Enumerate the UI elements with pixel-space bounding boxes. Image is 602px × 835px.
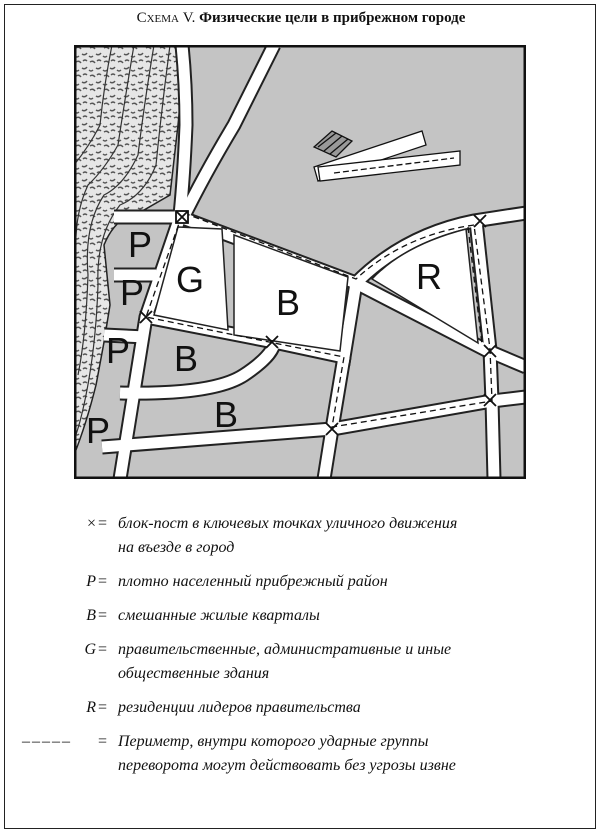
perimeter-line [145,212,493,428]
legend-text: на въезде в город [118,539,235,556]
airfield [312,130,461,182]
checkpoint-mark [139,310,153,324]
map-border [74,45,526,479]
label-b3: B [214,394,238,435]
legend-text: резиденции лидеров правительства [118,699,361,716]
figure-title: Схема V. Физические цели в прибрежном го… [0,10,602,27]
city-map: P P P P G B B B R [74,45,526,479]
checkpoint-mark [325,422,339,436]
legend-eq: = [98,733,108,750]
label-p4: P [86,410,110,451]
checkpoint-mark [265,335,279,349]
checkpoint-mark [473,214,487,228]
legend-text: смешанные жилые кварталы [118,607,320,624]
checkpoints [139,210,497,436]
checkpoint-symbol: × [86,515,96,532]
legend-symbol: P [86,573,96,590]
coast-contour-3 [75,45,135,256]
legend-eq: = [98,699,108,716]
label-r: R [416,256,442,297]
label-p3: P [106,330,130,371]
legend-text: правительственные, административные и ин… [118,641,452,658]
label-b2: B [174,338,198,379]
label-b1: B [276,282,300,323]
dashed-line-symbol: – – – – – [22,733,70,750]
checkpoint-mark [483,344,497,358]
coast-contour-2 [77,45,155,376]
legend-text: общественные здания [118,665,270,682]
legend-symbol: B [86,607,96,624]
figure-frame [4,4,596,829]
figure-caption: Физические цели в прибрежном городе [199,10,466,26]
legend-eq: = [98,515,108,532]
legend-symbol: G [84,641,96,658]
coast-contour-4 [74,45,113,166]
legend-symbol: R [86,699,96,716]
figure-number: Схема V. [136,10,196,26]
block-r [370,228,479,345]
legend-text: переворота могут действовать без угрозы … [118,757,456,774]
legend-eq: = [98,641,108,658]
legend-eq: = [98,607,108,624]
legend-text: блок-пост в ключевых точках уличного дви… [118,515,458,532]
coast-contour-1 [74,45,171,441]
checkpoint-mark [483,393,497,407]
label-p1: P [128,224,152,265]
block-g [153,226,229,331]
legend-text: плотно населенный прибрежный район [118,573,388,590]
legend-eq: = [98,573,108,590]
legend-text: Периметр, внутри которого ударные группы [118,733,429,750]
label-p2: P [120,272,144,313]
block-b-center [233,233,349,352]
label-g: G [176,259,204,300]
